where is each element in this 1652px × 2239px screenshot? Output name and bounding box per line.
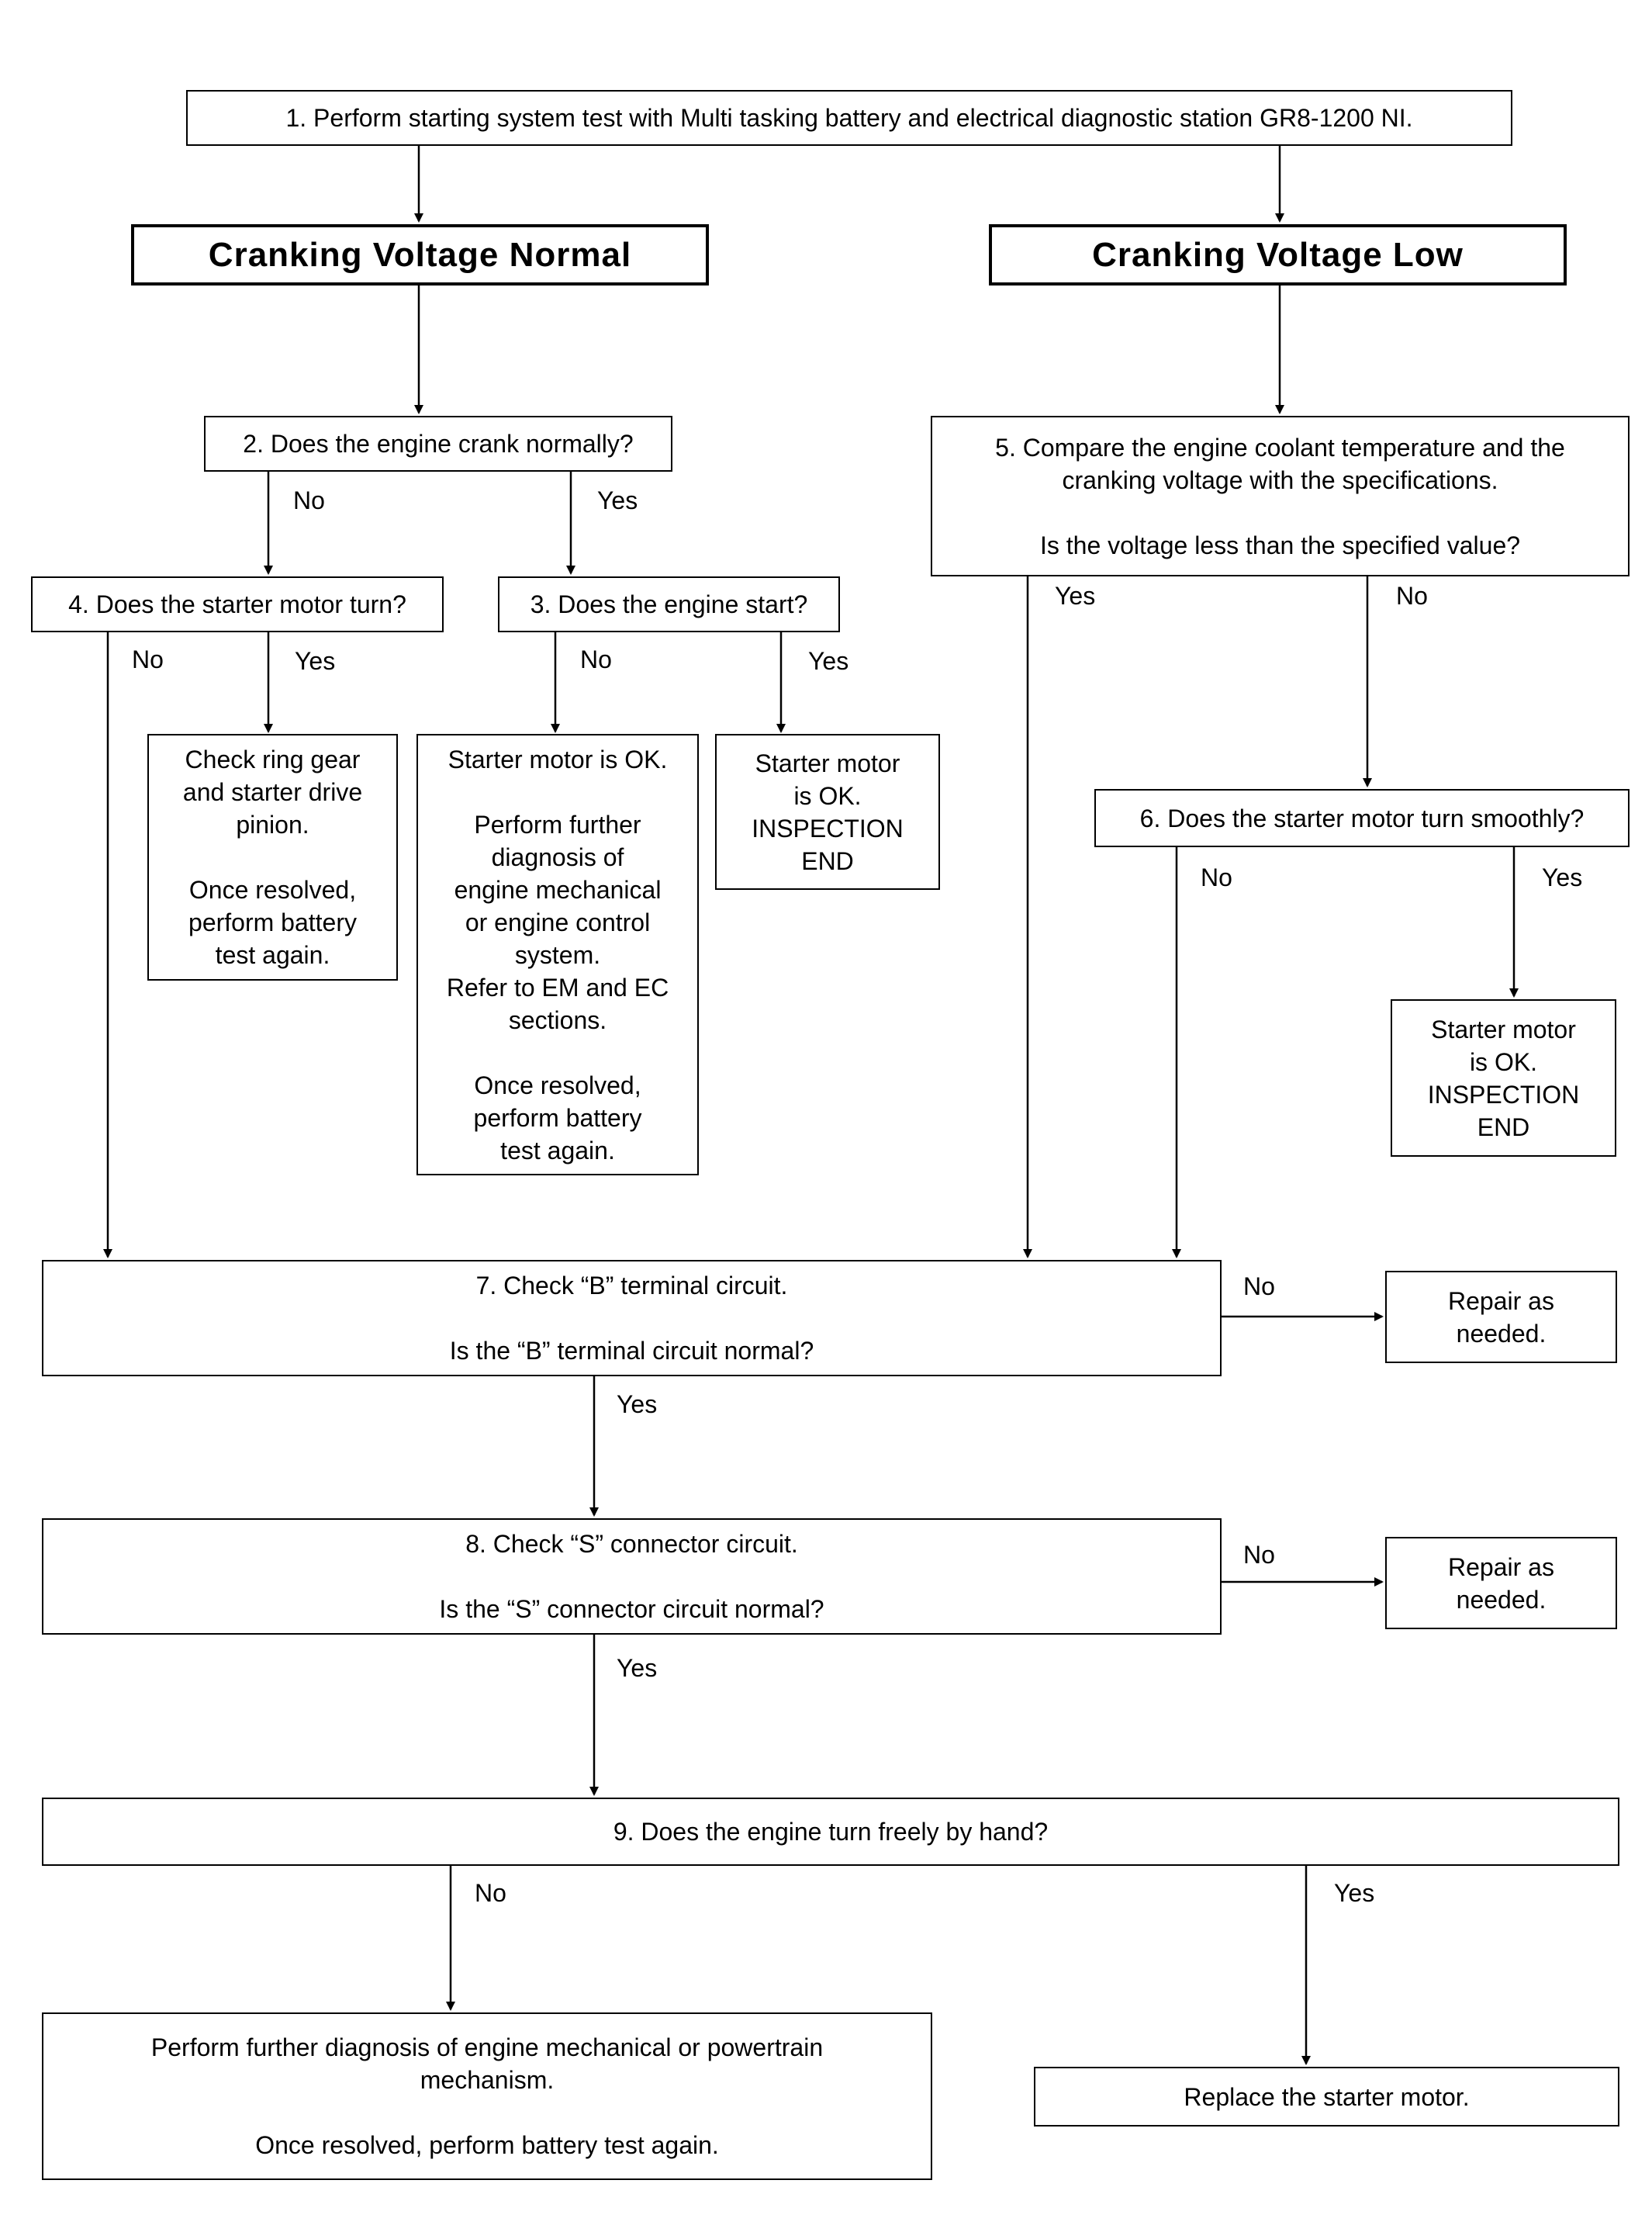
box-text-line: Is the voltage less than the specified v… xyxy=(1039,531,1521,559)
box-text-line: 5. Compare the engine coolant temperatur… xyxy=(995,433,1565,462)
cranking-voltage-normal-box: Cranking Voltage Normal xyxy=(131,224,709,285)
box-text-line: Perform further diagnosis of engine mech… xyxy=(150,2033,824,2061)
box-text-line: 4. Does the starter motor turn? xyxy=(68,590,406,618)
step-7-yes-label: Yes xyxy=(617,1390,658,1418)
box-text-line: END xyxy=(801,846,854,875)
step-2-yes-label: Yes xyxy=(597,486,638,514)
box-text-line: needed. xyxy=(1456,1319,1547,1348)
box-text-line: 6. Does the starter motor turn smoothly? xyxy=(1139,804,1585,832)
step-9-yes-label: Yes xyxy=(1334,1879,1375,1907)
box-text-line: Check ring gear xyxy=(185,746,361,773)
step-3-box: 3. Does the engine start? xyxy=(498,576,840,632)
step-6-box: 6. Does the starter motor turn smoothly? xyxy=(1094,789,1630,847)
step-2-no-label: No xyxy=(293,486,325,514)
box-text-line: Repair as xyxy=(1448,1552,1554,1581)
step-5-no-label: No xyxy=(1396,582,1428,610)
box-text-line: Perform further xyxy=(474,810,641,839)
box-text-line: Starter motor xyxy=(755,749,900,777)
box-text-line: Starter motor xyxy=(1431,1015,1576,1043)
box-text-line: test again. xyxy=(215,941,330,969)
step-1-box: 1. Perform starting system test with Mul… xyxy=(186,90,1512,146)
box-text-line: Cranking Voltage Low xyxy=(1092,235,1464,274)
box-text-line: Starter motor is OK. xyxy=(448,745,668,773)
ring-gear-check-box: Check ring gear and starter drive pinion. O… xyxy=(147,734,398,981)
box-text-line: pinion. xyxy=(236,811,309,839)
box-text-line: needed. xyxy=(1456,1585,1547,1614)
box-text-line: is OK. xyxy=(793,781,862,810)
box-text-line: INSPECTION xyxy=(1427,1080,1580,1109)
inspection-end-box-2: Starter motor is OK. INSPECTION END xyxy=(1391,999,1616,1157)
step-4-box: 4. Does the starter motor turn? xyxy=(31,576,444,632)
box-text-line: diagnosis of xyxy=(491,843,624,871)
box-text-line: Is the “S” connector circuit normal? xyxy=(439,1595,824,1623)
step-6-yes-label: Yes xyxy=(1542,863,1583,891)
step-8-no-label: No xyxy=(1243,1541,1275,1569)
step-8-box: 8. Check “S” connector circuit. Is the “S… xyxy=(42,1518,1222,1635)
cranking-voltage-low-box: Cranking Voltage Low xyxy=(989,224,1567,285)
box-text-line: Repair as xyxy=(1448,1286,1554,1315)
step-6-no-label: No xyxy=(1201,863,1232,891)
box-text-line: mechanism. xyxy=(420,2066,555,2094)
box-text-line: Once resolved, xyxy=(474,1071,641,1099)
box-text-line: system. xyxy=(514,940,601,969)
box-text-line: 9. Does the engine turn freely by hand? xyxy=(613,1818,1049,1846)
step-3-no-label: No xyxy=(580,645,612,673)
box-text-line: Refer to EM and EC xyxy=(446,973,669,1002)
box-text-line: 1. Perform starting system test with Mul… xyxy=(285,104,1413,132)
box-text-line: 8. Check “S” connector circuit. xyxy=(465,1530,798,1558)
box-text-line: and starter drive xyxy=(182,778,363,806)
box-text-line: INSPECTION xyxy=(752,814,904,843)
box-text-line: 3. Does the engine start? xyxy=(530,590,808,618)
box-text-line: cranking voltage with the specifications… xyxy=(1062,465,1498,494)
box-text-line: perform battery xyxy=(473,1103,642,1132)
step-2-box: 2. Does the engine crank normally? xyxy=(204,416,672,472)
step-7-box: 7. Check “B” terminal circuit. Is the “B”… xyxy=(42,1260,1222,1376)
box-text-line: engine mechanical xyxy=(454,875,662,904)
box-text-line: is OK. xyxy=(1469,1047,1538,1076)
repair-box-1: Repair as needed. xyxy=(1385,1271,1617,1363)
box-text-line: Replace the starter motor. xyxy=(1184,2082,1470,2111)
box-text-line: sections. xyxy=(508,1005,607,1034)
box-text-line: 7. Check “B” terminal circuit. xyxy=(475,1272,788,1299)
box-text-line: perform battery xyxy=(188,908,357,936)
repair-box-2: Repair as needed. xyxy=(1385,1537,1617,1629)
step-9-box: 9. Does the engine turn freely by hand? xyxy=(42,1798,1619,1866)
inspection-end-box-1: Starter motor is OK. INSPECTION END xyxy=(715,734,940,890)
box-text-line: Once resolved, xyxy=(188,876,357,904)
box-text-line: or engine control xyxy=(465,908,651,936)
replace-starter-box: Replace the starter motor. xyxy=(1034,2067,1619,2127)
box-text-line: Is the “B” terminal circuit normal? xyxy=(449,1337,814,1365)
box-text-line: Cranking Voltage Normal xyxy=(208,235,632,274)
box-text-line: END xyxy=(1477,1113,1530,1141)
box-text-line: 2. Does the engine crank normally? xyxy=(243,430,634,458)
step-5-yes-label: Yes xyxy=(1055,582,1096,610)
step-3-yes-label: Yes xyxy=(808,647,849,675)
step-4-yes-label: Yes xyxy=(295,647,336,675)
step-5-box: 5. Compare the engine coolant temperatur… xyxy=(931,416,1630,576)
step-4-no-label: No xyxy=(132,645,164,673)
step-7-no-label: No xyxy=(1243,1272,1275,1300)
box-text-line: test again. xyxy=(500,1136,615,1164)
step-8-yes-label: Yes xyxy=(617,1654,658,1682)
box-text-line: Once resolved, perform battery test agai… xyxy=(255,2131,719,2159)
further-diagnosis-box: Starter motor is OK. Perform further diagn… xyxy=(416,734,699,1175)
step-9-no-label: No xyxy=(475,1879,506,1907)
mechanical-diagnosis-box: Perform further diagnosis of engine mech… xyxy=(42,2012,932,2180)
